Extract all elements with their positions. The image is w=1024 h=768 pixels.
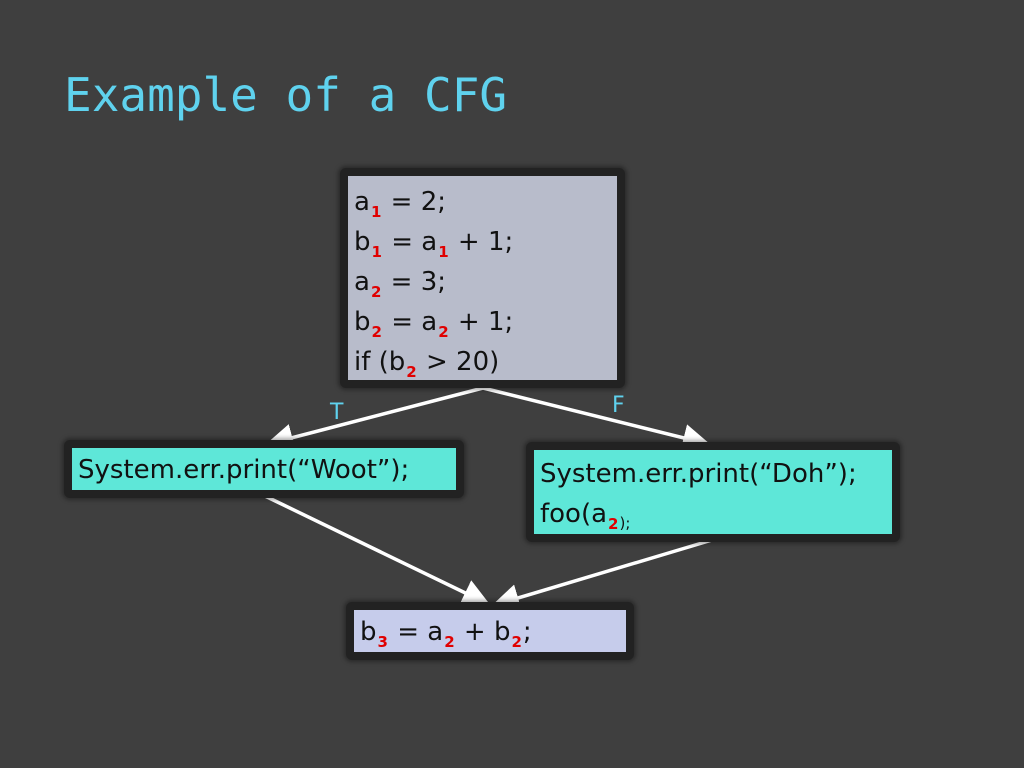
code-text: + 1; xyxy=(449,227,514,257)
code-line: b2 = a2 + 1; xyxy=(354,302,611,342)
ssa-subscript: 2 xyxy=(444,633,455,651)
false-branch-block: System.err.print(“Doh”); foo(a2); xyxy=(526,442,900,542)
ssa-subscript: 1 xyxy=(438,243,449,261)
code-line: a1 = 2; xyxy=(354,182,611,222)
code-text: = 2; xyxy=(382,187,446,217)
code-line: b1 = a1 + 1; xyxy=(354,222,611,262)
code-line: a2 = 3; xyxy=(354,262,611,302)
edge-true-to-join xyxy=(264,494,491,606)
code-line: System.err.print(“Woot”); xyxy=(78,450,450,490)
code-line: b3 = a2 + b2; xyxy=(360,612,620,652)
code-text: ); xyxy=(619,514,631,532)
ssa-subscript: 2 xyxy=(438,323,449,341)
code-text: foo(a xyxy=(540,499,608,529)
edge-false-to-join xyxy=(491,538,713,612)
slide-title: Example of a CFG xyxy=(64,68,508,122)
code-text: b xyxy=(360,617,377,647)
code-text: = a xyxy=(382,227,438,257)
code-text: > 20) xyxy=(417,347,500,377)
ssa-subscript: 2 xyxy=(370,283,382,301)
ssa-subscript: 2 xyxy=(511,633,522,651)
code-text: a xyxy=(354,187,370,217)
code-text: ; xyxy=(522,617,532,647)
edge-label-false: F xyxy=(612,393,625,418)
edge-true xyxy=(265,386,484,452)
ssa-subscript: 1 xyxy=(371,243,382,261)
code-text: if (b xyxy=(354,347,406,377)
code-text: = 3; xyxy=(382,267,446,297)
code-text: a xyxy=(354,267,370,297)
ssa-subscript: 2 xyxy=(371,323,382,341)
code-line: if (b2 > 20) xyxy=(354,342,611,382)
code-text: b xyxy=(354,227,371,257)
edge-label-true: T xyxy=(330,400,344,425)
code-text: System.err.print(“Woot”); xyxy=(78,455,410,485)
ssa-subscript: 2 xyxy=(406,363,417,381)
code-text: + b xyxy=(455,617,511,647)
code-text: = a xyxy=(382,307,438,337)
code-text: System.err.print(“Doh”); xyxy=(540,459,857,489)
true-branch-block: System.err.print(“Woot”); xyxy=(64,440,464,498)
code-line: System.err.print(“Doh”); xyxy=(540,454,886,494)
join-block: b3 = a2 + b2; xyxy=(346,602,634,660)
edge-false xyxy=(482,386,711,452)
ssa-subscript: 3 xyxy=(377,633,388,651)
code-text: = a xyxy=(388,617,444,647)
entry-basic-block: a1 = 2;b1 = a1 + 1;a2 = 3;b2 = a2 + 1;if… xyxy=(340,168,625,388)
code-text: b xyxy=(354,307,371,337)
ssa-subscript: 2 xyxy=(608,515,619,533)
ssa-subscript: 1 xyxy=(370,203,382,221)
code-text: + 1; xyxy=(449,307,514,337)
code-line: foo(a2); xyxy=(540,494,886,543)
